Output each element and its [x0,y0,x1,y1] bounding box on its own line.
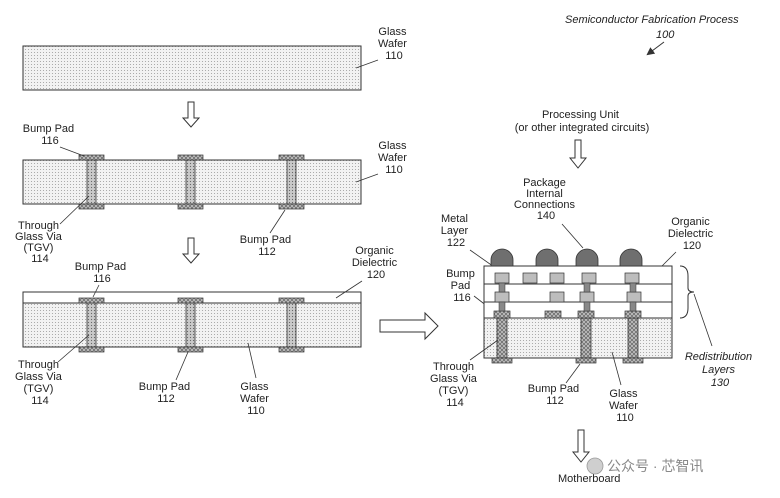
bump-pad-112-label-b: Bump Pad 112 [139,381,193,405]
leader-glass-wafer-3 [247,342,257,379]
watermark-logo-icon [586,457,604,475]
bump-pad-112-label-c: Bump Pad 112 [528,383,582,407]
motherboard-label: Motherboard [558,473,620,485]
redistribution-brace [679,265,695,319]
tgv-label-a: Through Glass Via (TGV) 114 [15,220,65,265]
solder-bump-4 [619,248,643,267]
glass-wafer-label-4: Glass Wafer 110 [609,388,641,424]
glass-wafer-final [483,317,673,359]
bump-pad-116-label-a: Bump Pad 116 [23,123,77,147]
bump-pad-116-label-c: Bump Pad 116 [446,268,478,304]
leader-glass-wafer-1 [355,59,379,69]
down-arrow-4 [571,429,591,463]
down-arrow-2 [181,237,201,264]
figure-title: Semiconductor Fabrication Process [565,14,739,26]
leader-glass-wafer-2 [355,173,379,183]
watermark: 公众号 · 芯智讯 [586,457,703,475]
tgv-group-stage-2 [78,154,305,210]
glass-wafer-stage-1 [22,45,362,91]
leader-glass-wafer-4 [611,351,622,386]
redistribution-layers-label: Redistribution Layers 130 [685,351,755,389]
leader-bump-pad-112-c [565,363,581,384]
leader-bump-pad-112-b [175,351,189,381]
organic-dielectric-label-b: Organic Dielectric 120 [668,216,716,252]
final-package [483,248,673,364]
leader-bump-pad-116-a [59,146,85,157]
package-internal-connections-label: Package Internal Connections 140 [514,177,578,222]
tgv-group-stage-3 [78,297,305,353]
metal-layer-label: Metal Layer 122 [441,213,472,249]
tgv-label-b: Through Glass Via (TGV) 114 [15,359,65,407]
organic-dielectric-label-a: Organic Dielectric 120 [352,245,400,281]
tgv-label-c: Through Glass Via (TGV) 114 [430,361,480,409]
leader-organic-dielectric-b [659,251,677,269]
leader-tgv-b [57,334,90,363]
glass-wafer-label-3: Glass Wafer 110 [240,381,272,417]
bump-pad-116-label-b: Bump Pad 116 [75,261,129,285]
leader-organic-dielectric-a [335,280,363,299]
down-arrow-3 [568,139,588,169]
rdl-layer-middle [483,283,673,303]
leader-redistribution [693,293,713,347]
watermark-text: 公众号 · 芯智讯 [607,458,703,474]
right-arrow [379,311,439,341]
bump-pad-112-label-a: Bump Pad 112 [240,234,294,258]
leader-package-internal [561,223,584,249]
glass-wafer-label-2: Glass Wafer 110 [378,140,410,176]
solder-bump-2 [535,248,559,267]
figure-ref-arrow [646,41,665,56]
glass-wafer-label-1: Glass Wafer 110 [378,26,410,62]
rdl-layer-top [483,265,673,285]
figure-ref: 100 [656,29,675,41]
solder-bump-3 [575,248,599,267]
processing-unit-label: Processing Unit (or other integrated cir… [515,109,650,134]
leader-tgv-a [59,195,90,225]
leader-bump-pad-112-a [269,209,286,234]
leader-tgv-c [469,339,499,361]
down-arrow-1 [181,101,201,128]
solder-bump-1 [490,248,514,267]
leader-bump-pad-116-b [92,284,100,298]
